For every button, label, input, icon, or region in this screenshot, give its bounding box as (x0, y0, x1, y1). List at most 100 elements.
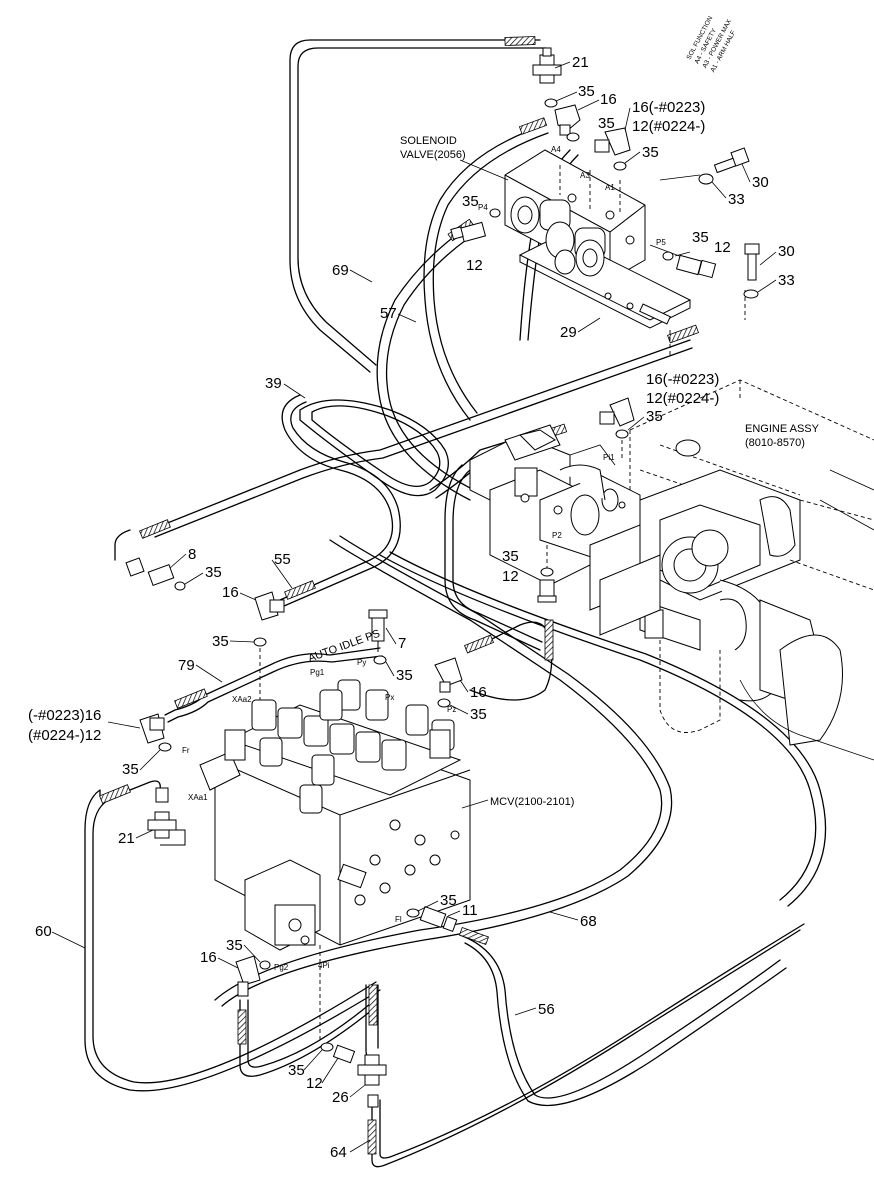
port-pz: Pz (447, 705, 456, 714)
port-xaa2: XAa2 (232, 695, 252, 704)
label-16-a: 16 (600, 91, 617, 108)
elbow-16g (235, 955, 261, 997)
port-px: Px (385, 693, 394, 702)
fitting-12c (675, 254, 717, 279)
sol-function-note: SOL FUNCTION A4 - SAFETY A3 - POWER MAX … (686, 15, 738, 74)
oring-35l (158, 742, 172, 752)
label-35-a: 35 (578, 83, 595, 100)
elbow-16b (594, 127, 631, 156)
label-68: 68 (580, 913, 597, 930)
hose-57 (376, 218, 479, 501)
port-pi1: Pi1 (603, 453, 615, 462)
hose-engine-loop (444, 464, 554, 701)
port-xaa1: XAa1 (188, 793, 208, 802)
hose-69 (289, 36, 547, 373)
label-69: 69 (332, 262, 349, 279)
leader-lines (51, 61, 777, 1153)
tee-fitting-21b (147, 787, 177, 839)
oring-35i (253, 637, 267, 647)
label-35-k: 35 (470, 706, 487, 723)
label-60: 60 (35, 923, 52, 940)
label-35-n: 35 (226, 937, 243, 954)
hose-68 (214, 535, 827, 1007)
fitting-12e (537, 579, 557, 603)
label-solenoid-valve: VALVE(2056) (400, 149, 466, 161)
label-solenoid: SOLENOID (400, 135, 457, 147)
engine-assy (629, 379, 874, 761)
oring-35g (174, 581, 186, 591)
washer-33b (743, 289, 759, 299)
tee-fitting-21 (532, 47, 562, 84)
port-pg1: Pg1 (310, 668, 325, 677)
label-35-o: 35 (288, 1062, 305, 1079)
label-35-l: 35 (122, 761, 139, 778)
label-30-a: 30 (752, 174, 769, 191)
label-12-a: 12 (466, 257, 483, 274)
elbow-16d (254, 591, 285, 621)
bolt-30a (713, 147, 750, 174)
label-33-a: 33 (728, 191, 745, 208)
label-30-b: 30 (778, 243, 795, 260)
label-16-c: 16(-#0223) (646, 371, 719, 388)
label-64: 64 (330, 1144, 347, 1161)
label-16-d: 16 (222, 584, 239, 601)
label-35-b: 35 (598, 115, 615, 132)
oring-35f (615, 429, 629, 439)
pressure-switch-7 (368, 609, 388, 652)
label-79: 79 (178, 657, 195, 674)
label-35-j: 35 (396, 667, 413, 684)
oring-35j (373, 655, 387, 665)
label-35-d: 35 (462, 193, 479, 210)
bolt-30b (744, 243, 760, 281)
label-12-f: (#0224-)12 (28, 727, 101, 744)
elbow-16a (554, 104, 581, 136)
port-pg2: Pg2 (274, 963, 289, 972)
label-16-e: 16 (470, 684, 487, 701)
port-fr: Fr (182, 746, 190, 755)
label-57: 57 (380, 305, 397, 322)
label-35-c: 35 (642, 144, 659, 161)
solenoid-coils (510, 196, 606, 277)
oring-35c (613, 161, 627, 171)
label-35-m: 35 (440, 892, 457, 909)
port-p5: P5 (656, 238, 666, 247)
label-11: 11 (462, 902, 478, 919)
elbow-16f (139, 713, 165, 744)
label-16-g: 16 (200, 949, 217, 966)
label-21-top: 21 (572, 54, 589, 71)
port-py: Py (357, 658, 366, 667)
label-33-b: 33 (778, 272, 795, 289)
oring-35d (489, 208, 501, 218)
oring-35a (544, 98, 558, 108)
hose-79 (164, 647, 383, 723)
oring-35b (566, 132, 580, 142)
label-56: 56 (538, 1001, 555, 1018)
label-engine-range: (8010-8570) (745, 437, 805, 449)
fitting-11 (419, 906, 458, 932)
oring-35k (437, 698, 451, 708)
label-12-g: 12 (306, 1075, 323, 1092)
fitting-12g (332, 1044, 356, 1064)
label-12-b: 12(#0224-) (632, 118, 705, 135)
elbow-16e (434, 657, 463, 693)
solenoid-valve (504, 149, 746, 355)
label-35-f: 35 (646, 408, 663, 425)
label-engine-assy: ENGINE ASSY (745, 423, 820, 435)
label-55: 55 (274, 551, 291, 568)
label-auto-idle: AUTO IDLE PS (307, 628, 382, 665)
oring-35h (540, 567, 554, 577)
port-a1: A1 (605, 183, 615, 192)
mcv-valve (199, 679, 471, 951)
part-labels: 21 35 16 35 16(-#0223) 12(#0224-) SOLENO… (28, 54, 820, 1161)
port-a4: A4 (551, 145, 561, 154)
hose-bundle-39 (139, 324, 699, 539)
label-39: 39 (265, 375, 282, 392)
label-16-f: (-#0223)16 (28, 707, 101, 724)
label-35-e: 35 (692, 229, 709, 246)
label-7: 7 (398, 635, 406, 652)
oring-35e (662, 251, 674, 261)
port-4pi: 4Pi (318, 961, 330, 970)
fitting-8 (125, 557, 175, 586)
label-8: 8 (188, 546, 196, 563)
label-35-g: 35 (205, 564, 222, 581)
